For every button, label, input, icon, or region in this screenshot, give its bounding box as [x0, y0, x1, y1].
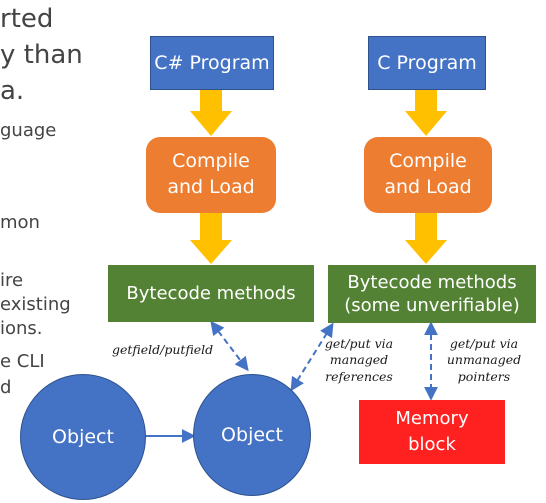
background-text-line-4: guage: [0, 120, 57, 141]
arrow-compile-right-to-bytecode: [405, 213, 447, 264]
compile-load-right-line2: and Load: [384, 176, 472, 198]
c-program-label: C Program: [377, 52, 477, 74]
bytecode-methods-left-label: Bytecode methods: [126, 283, 296, 304]
memory-block-line2: block: [408, 434, 456, 455]
background-text-line-3: a.: [0, 76, 25, 106]
unmanaged-label-line3: pointers: [457, 368, 511, 384]
csharp-program-box: C# Program: [150, 36, 274, 90]
background-text-line-7: existing: [0, 294, 71, 315]
bytecode-methods-left-box: Bytecode methods: [108, 265, 314, 322]
compile-load-left-line1: Compile: [172, 150, 250, 173]
memory-block-line1: Memory: [395, 407, 469, 429]
arrow-c-to-compile: [405, 90, 447, 136]
getfield-putfield-label: getfield/putfield: [112, 342, 214, 357]
managed-label-line1: get/put via: [324, 336, 394, 351]
background-text-line-5: mon: [0, 212, 40, 233]
background-text-line-10: d: [0, 377, 12, 398]
bytecode-methods-right-line1: Bytecode methods: [347, 271, 517, 293]
compile-load-right-line1: Compile: [389, 150, 467, 173]
arrow-csharp-to-compile: [190, 90, 232, 136]
object-left-label: Object: [52, 426, 114, 448]
object-right-circle: Object: [193, 374, 311, 496]
object-right-label: Object: [221, 424, 283, 446]
unmanaged-pointers-label: get/put via unmanaged pointers: [438, 336, 530, 385]
compile-load-left-box: Compile and Load: [146, 137, 276, 213]
managed-label-line3: references: [325, 368, 393, 384]
memory-block-box: Memory block: [359, 400, 505, 464]
arrow-compile-left-to-bytecode: [190, 213, 232, 264]
compile-load-left-line2: and Load: [167, 176, 255, 198]
object-left-circle: Object: [20, 374, 146, 500]
managed-references-label: get/put via managed references: [318, 336, 400, 385]
managed-label-line2: managed: [329, 352, 389, 368]
compile-load-right-box: Compile and Load: [364, 137, 492, 213]
background-text-line-9: e CLI: [0, 351, 45, 372]
background-text-line-2: y than: [0, 40, 83, 70]
unmanaged-label-line2: unmanaged: [446, 352, 522, 368]
bytecode-methods-right-line2: (some unverifiable): [344, 295, 520, 316]
unmanaged-label-line1: get/put via: [449, 336, 519, 351]
background-text-line-6: ire: [0, 270, 24, 291]
dashed-arrow-bytecode-left-object: [210, 320, 249, 372]
csharp-program-label: C# Program: [154, 52, 270, 74]
background-text-line-1: rted: [0, 4, 54, 34]
bytecode-methods-right-box: Bytecode methods (some unverifiable): [328, 265, 536, 323]
background-text-line-8: ions.: [0, 318, 43, 339]
c-program-box: C Program: [368, 36, 486, 90]
